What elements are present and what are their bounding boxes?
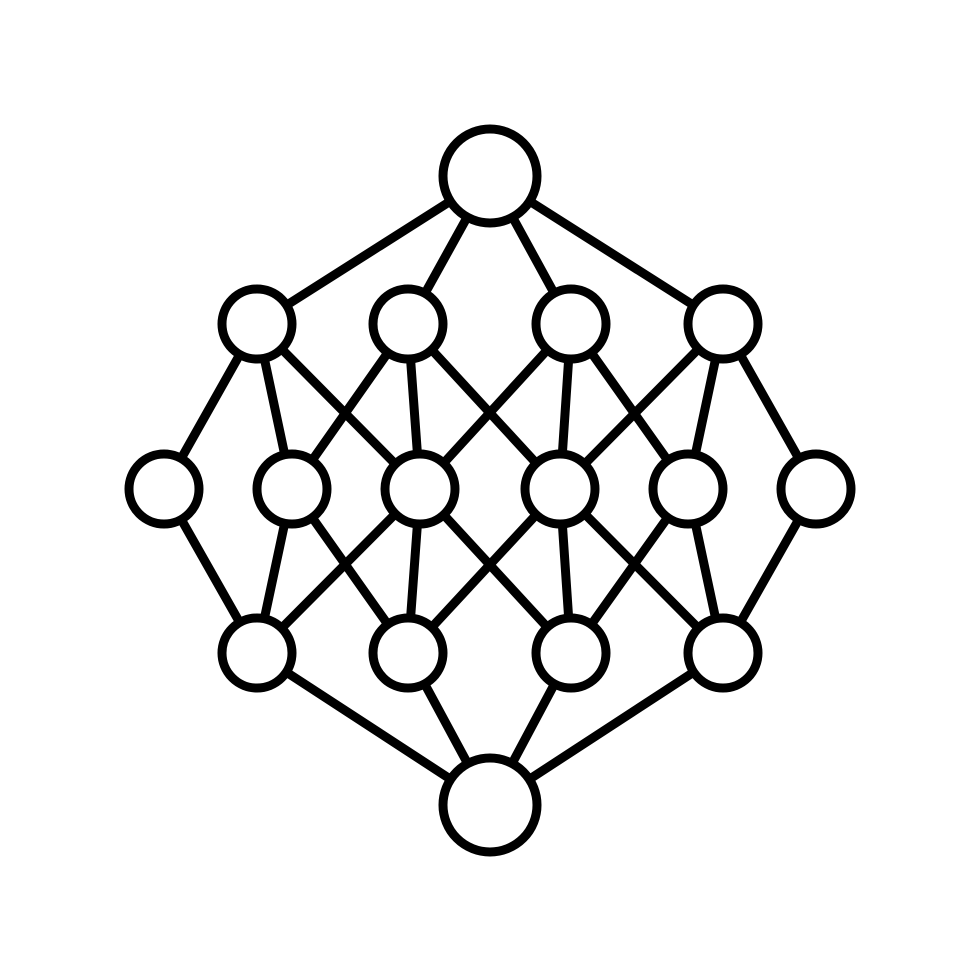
node-r1c [531,284,611,364]
node-r1a [217,284,297,364]
node-r2f [776,449,856,529]
node-r1d [683,284,763,364]
nodes-layer [124,124,856,857]
node-r3b [368,613,448,693]
node-r1b [368,284,448,364]
node-r2d [520,449,600,529]
node-r3a [217,613,297,693]
node-bottom [438,753,542,857]
node-r3c [531,613,611,693]
node-top [438,124,542,228]
node-r2a [124,449,204,529]
node-r3d [683,613,763,693]
node-r2b [252,449,332,529]
node-r2c [380,449,460,529]
node-r2e [648,449,728,529]
